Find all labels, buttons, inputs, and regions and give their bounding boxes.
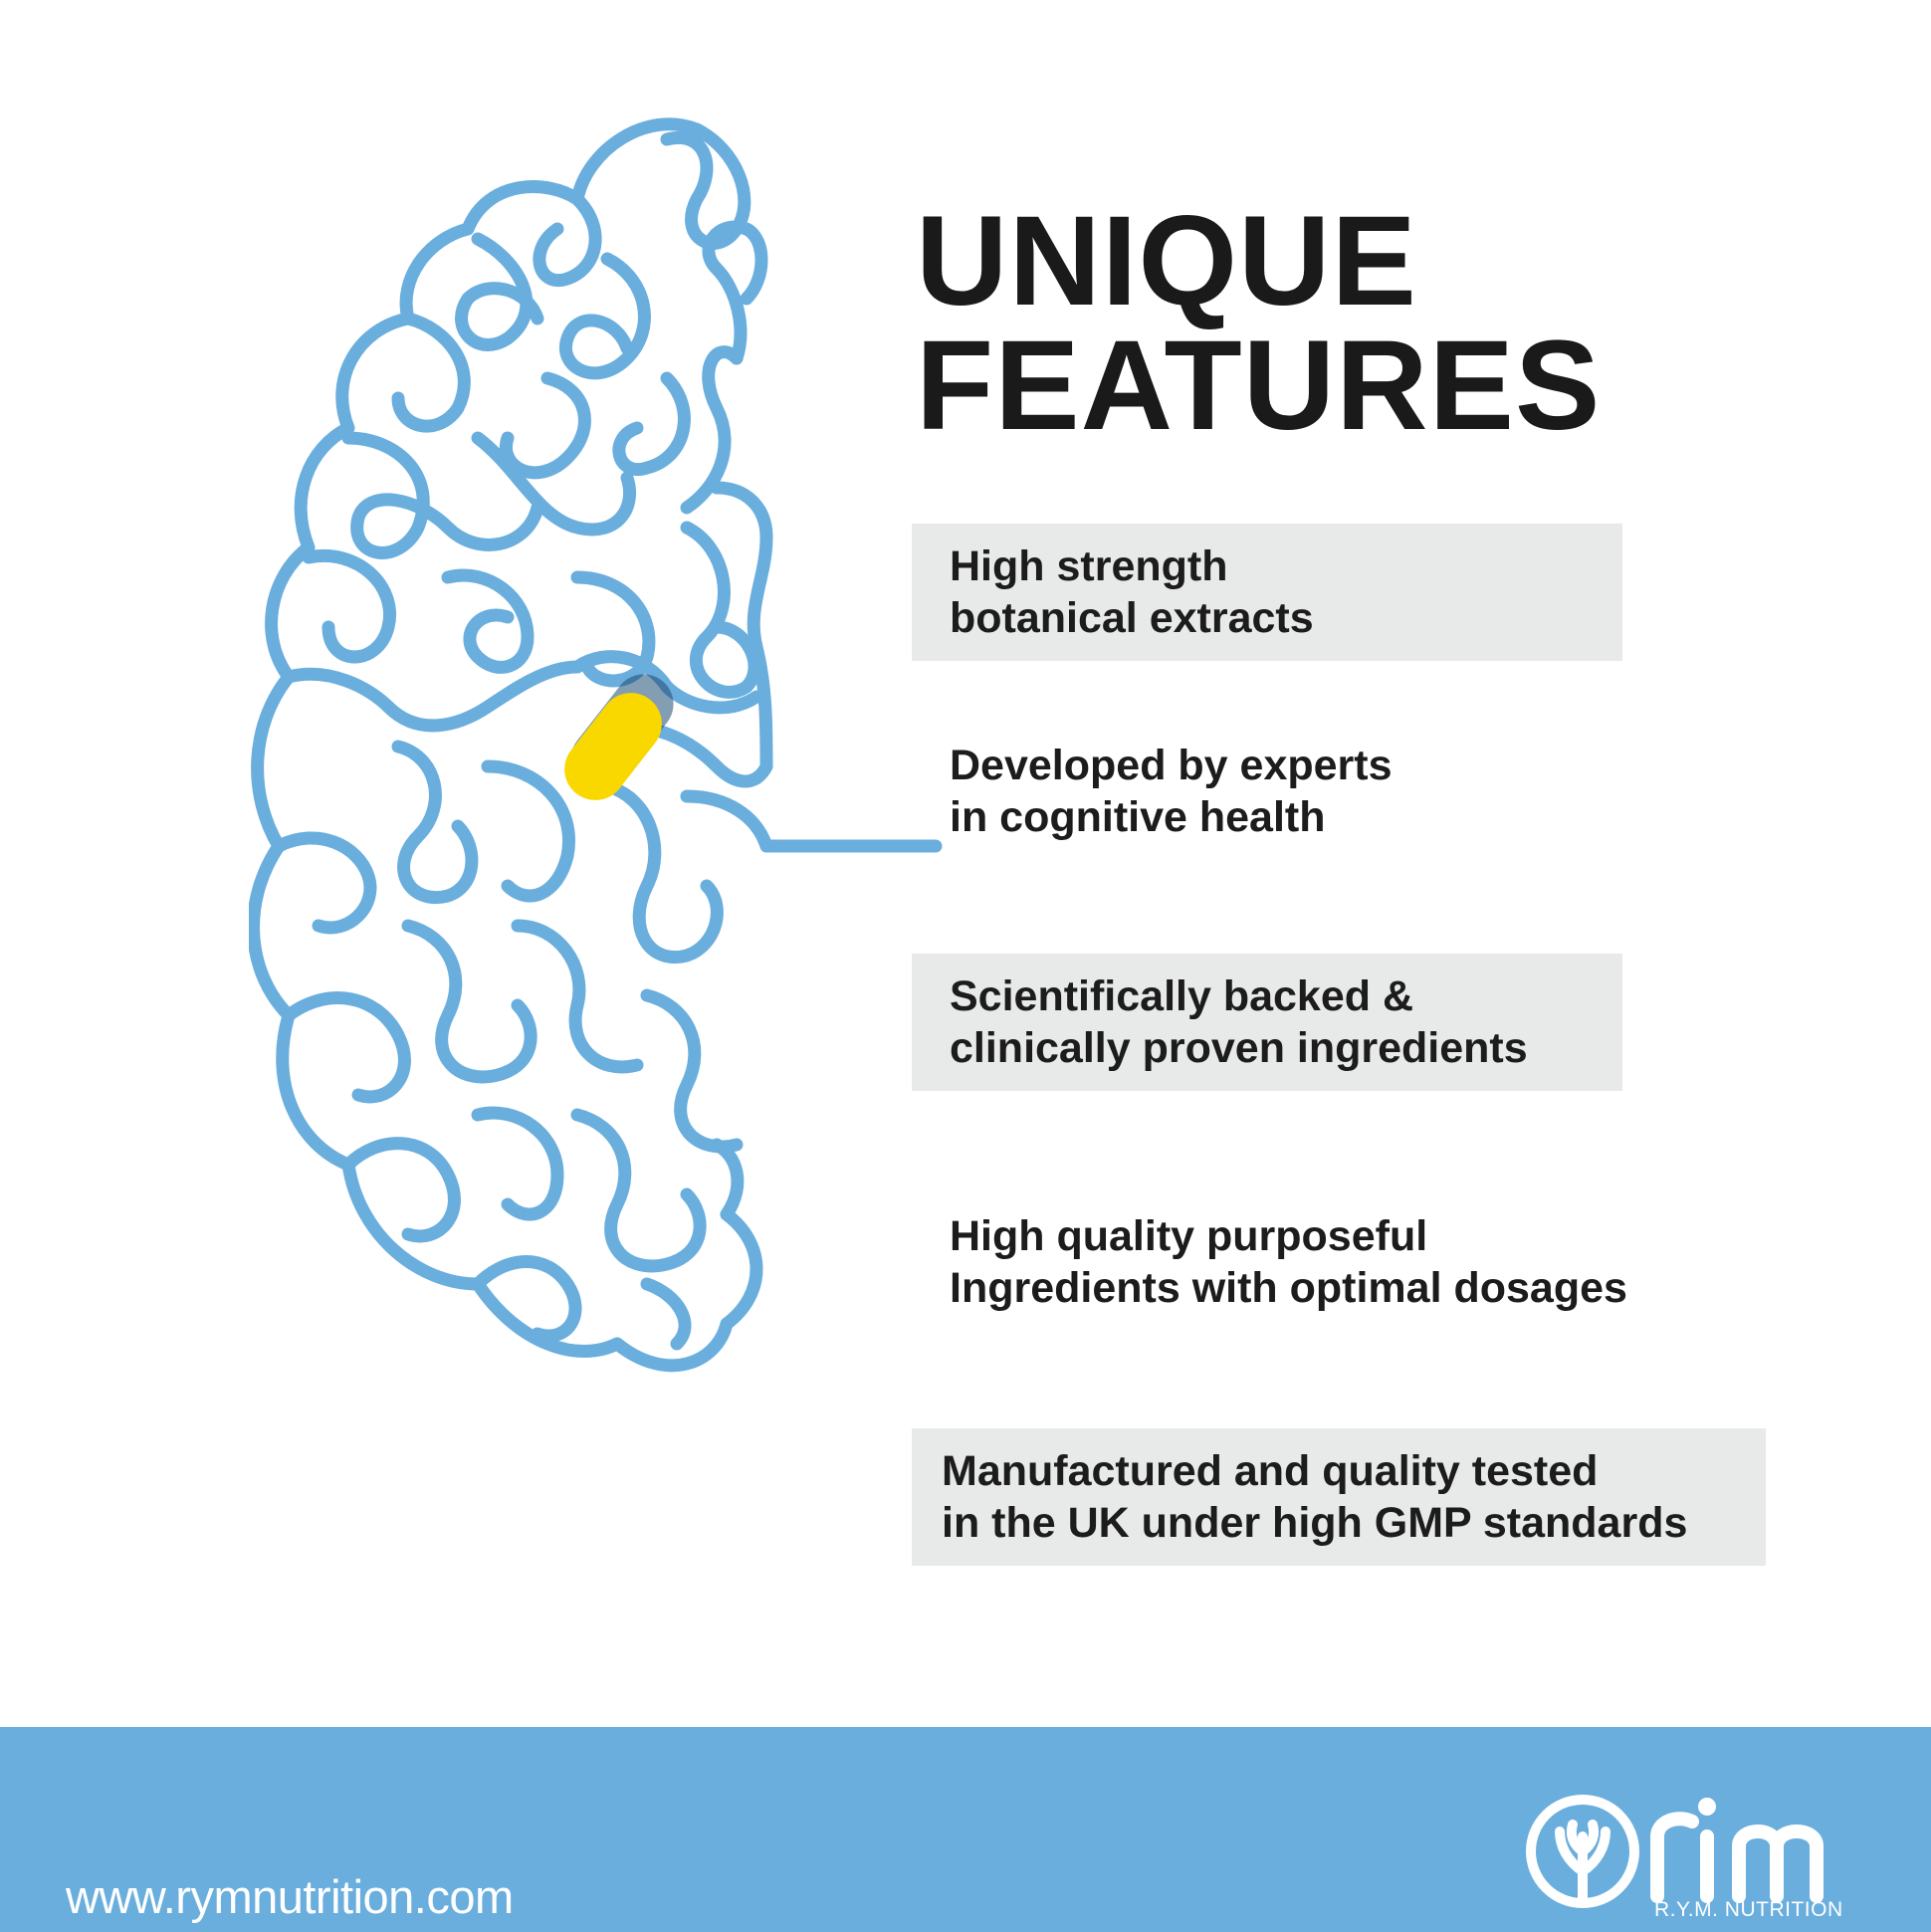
feature-line-1: High quality purposeful — [950, 1212, 1428, 1260]
logo-caption: R.Y.M. NUTRITION — [1654, 1898, 1843, 1921]
feature-line-2: in cognitive health — [950, 793, 1326, 841]
feature-item: Manufactured and quality tested in the U… — [912, 1428, 1766, 1566]
feature-line-2: in the UK under high GMP standards — [942, 1499, 1688, 1547]
feature-item: Developed by experts in cognitive health — [912, 723, 1622, 860]
feature-item: Scientifically backed & clinically prove… — [912, 954, 1622, 1091]
website-link[interactable]: www.rymnutrition.com — [66, 1870, 514, 1923]
title-line-1: UNIQUE — [916, 190, 1417, 332]
page-title: UNIQUE FEATURES — [916, 190, 1602, 457]
title-line-2: FEATURES — [916, 315, 1602, 457]
capsule-icon — [564, 693, 662, 800]
feature-line-1: Manufactured and quality tested — [942, 1447, 1599, 1495]
feature-item: High strength botanical extracts — [912, 524, 1622, 661]
feature-line-2: Ingredients with optimal dosages — [950, 1264, 1627, 1312]
feature-item: High quality purposeful Ingredients with… — [912, 1193, 1627, 1331]
feature-line-1: Scientifically backed & — [950, 972, 1414, 1020]
feature-line-2: botanical extracts — [950, 594, 1314, 642]
feature-line-1: High strength — [950, 542, 1228, 590]
brain-maze-icon — [249, 117, 943, 1373]
feature-line-2: clinically proven ingredients — [950, 1024, 1528, 1072]
rym-tree-logo-icon — [1526, 1795, 1824, 1908]
feature-line-1: Developed by experts — [950, 742, 1393, 789]
